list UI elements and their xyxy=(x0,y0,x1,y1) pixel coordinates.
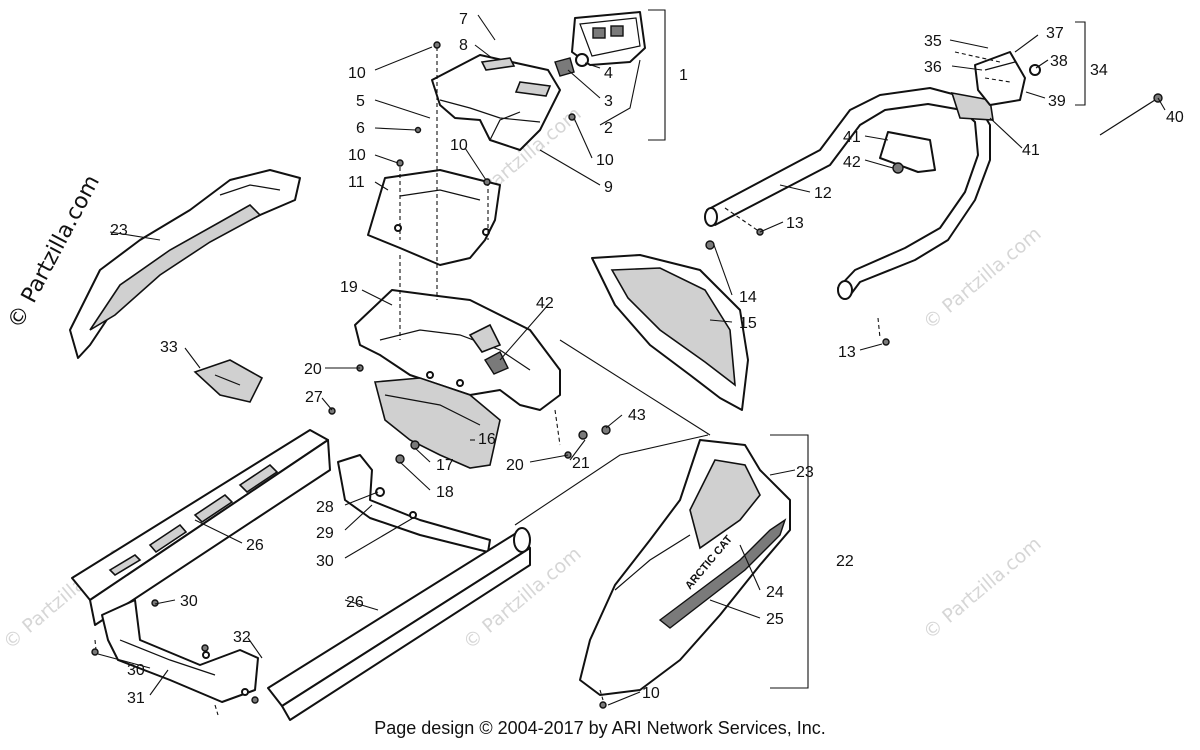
callout-41: 41 xyxy=(1022,142,1040,159)
callout-20: 20 xyxy=(506,457,524,474)
callout-13: 13 xyxy=(838,344,856,361)
callout-28: 28 xyxy=(316,499,334,516)
taillight-assembly xyxy=(431,9,666,151)
side-panel-upper xyxy=(591,254,749,411)
callout-9: 9 xyxy=(604,179,613,196)
leader-lines xyxy=(97,14,1166,706)
callout-23: 23 xyxy=(110,222,128,239)
callout-10: 10 xyxy=(348,65,366,82)
callout-20: 20 xyxy=(304,361,322,378)
callout-10: 10 xyxy=(450,137,468,154)
callout-5: 5 xyxy=(356,93,365,110)
lower-bracket xyxy=(367,169,501,266)
callout-11: 11 xyxy=(348,174,365,191)
watermark-faint: © Partzilla.com xyxy=(919,533,1045,644)
cover-33 xyxy=(193,359,264,403)
hardware xyxy=(91,41,1163,709)
callout-1: 1 xyxy=(679,67,688,84)
callout-labels: 1 2 3 4 5 6 7 8 9 10 10 10 10 10 11 12 1… xyxy=(110,11,1184,707)
callout-13: 13 xyxy=(786,215,804,232)
callout-25: 25 xyxy=(766,611,784,628)
callout-36: 36 xyxy=(924,59,942,76)
assembly-lines xyxy=(94,47,1011,716)
callout-22: 22 xyxy=(836,553,854,570)
callout-40: 40 xyxy=(1166,109,1184,126)
callout-34: 34 xyxy=(1090,62,1108,79)
grab-bar xyxy=(704,87,991,300)
bumper-bracket xyxy=(101,599,259,703)
callout-18: 18 xyxy=(436,484,454,501)
callout-30: 30 xyxy=(127,662,145,679)
callout-26: 26 xyxy=(346,594,364,611)
callout-3: 3 xyxy=(604,93,613,110)
callout-35: 35 xyxy=(924,33,942,50)
footer-copyright: Page design © 2004-2017 by ARI Network S… xyxy=(374,718,826,738)
callout-41: 41 xyxy=(843,129,861,146)
callout-7: 7 xyxy=(459,11,468,28)
callout-24: 24 xyxy=(766,584,784,601)
callout-4: 4 xyxy=(604,65,613,82)
callout-37: 37 xyxy=(1046,25,1064,42)
callout-8: 8 xyxy=(459,37,468,54)
callout-16: 16 xyxy=(478,431,496,448)
callout-17: 17 xyxy=(436,457,454,474)
frame-rail-right xyxy=(267,527,531,721)
callout-42: 42 xyxy=(843,154,861,171)
left-side-panel xyxy=(69,169,301,359)
callout-15: 15 xyxy=(739,315,757,332)
callout-33: 33 xyxy=(160,339,178,356)
callout-29: 29 xyxy=(316,525,334,542)
callout-10: 10 xyxy=(348,147,366,164)
callout-10: 10 xyxy=(596,152,614,169)
frame-rail-left xyxy=(71,429,331,626)
callout-38: 38 xyxy=(1050,53,1068,70)
rear-panel xyxy=(354,289,561,411)
callout-39: 39 xyxy=(1048,93,1066,110)
hinge-34 xyxy=(974,51,1041,106)
callout-32: 32 xyxy=(233,629,251,646)
callout-12: 12 xyxy=(814,185,832,202)
callout-6: 6 xyxy=(356,120,365,137)
callout-26: 26 xyxy=(246,537,264,554)
callout-2: 2 xyxy=(604,120,613,137)
mount-bracket-41 xyxy=(879,91,994,173)
callout-30: 30 xyxy=(316,553,334,570)
callout-43: 43 xyxy=(628,407,646,424)
callout-19: 19 xyxy=(340,279,358,296)
callout-14: 14 xyxy=(739,289,757,306)
callout-27: 27 xyxy=(305,389,323,406)
cross-bracket xyxy=(337,454,491,553)
side-panel-assembly: ARCTIC CAT xyxy=(579,434,809,696)
callout-21: 21 xyxy=(572,455,590,472)
callout-30: 30 xyxy=(180,593,198,610)
callout-10: 10 xyxy=(642,685,660,702)
snow-flap xyxy=(373,377,501,469)
callout-23: 23 xyxy=(796,464,814,481)
callout-42: 42 xyxy=(536,295,554,312)
callout-31: 31 xyxy=(127,690,145,707)
